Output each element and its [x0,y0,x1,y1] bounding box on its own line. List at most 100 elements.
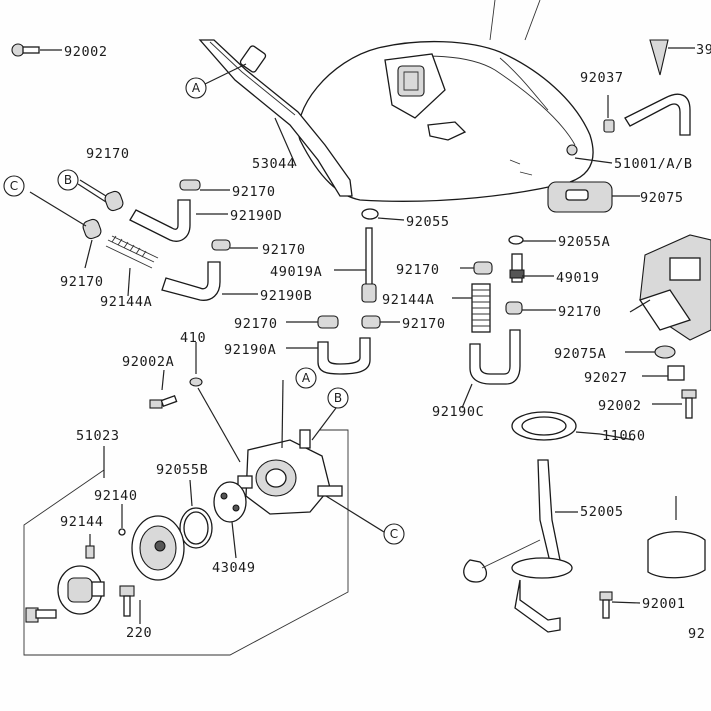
pump-rotor [57,565,105,615]
label-410: 410 [180,330,206,346]
diaphragm-43049 [213,481,247,559]
label-92190a: 92190A [224,342,276,358]
ref-circle-b-left: B [57,169,79,191]
ref-circle-c-pump: C [383,523,405,545]
collar-92027 [642,365,685,381]
svg-text:A: A [302,371,311,385]
label-92190d: 92190D [230,208,282,224]
pad-92075 [547,181,640,213]
breather-hose-92037 [603,93,691,136]
label-92170-g: 92170 [234,316,278,332]
label-92037: 92037 [580,70,624,86]
clamp-92170-a [179,179,230,191]
washer-410 [189,342,241,463]
tank-cap-nub [566,144,578,156]
label-92144a-right: 92144A [382,292,434,308]
label-92055a: 92055A [558,234,610,250]
label-43049: 43049 [212,560,256,576]
label-92170-c: 92170 [262,242,306,258]
part-39 [649,39,695,76]
label-51023: 51023 [76,428,120,444]
label-220: 220 [126,625,152,641]
leader-53044 [274,117,297,167]
spring-92144 [85,534,95,559]
leader-ref-c-pump [325,495,385,533]
leader-ref-b-pump [311,407,337,441]
label-92055: 92055 [406,214,450,230]
ref-circle-a-pump: A [295,367,317,389]
label-49019: 49019 [556,270,600,286]
label-92170-f: 92170 [558,304,602,320]
svg-text:C: C [10,179,18,193]
leader-ref-a-top [204,63,247,85]
hose-92190c [461,329,521,409]
label-92190b: 92190B [260,288,312,304]
bracket-right [629,234,711,341]
label-92170-a: 92170 [86,146,130,162]
leader-ref-a-pump [281,379,284,449]
label-52005: 52005 [580,504,624,520]
spring-92144a-right [452,283,491,333]
label-92027: 92027 [584,370,628,386]
leader-11060-end [599,433,635,441]
bolt-left [25,607,57,623]
clamp-92170-g [460,261,493,275]
clamp-92170-h [505,301,556,315]
label-92075a: 92075A [554,346,606,362]
label-51001: 51001/A/B [614,156,693,172]
label-92055b: 92055B [156,462,208,478]
bolt-92001 [599,591,641,619]
leader-ref-b-left [77,183,107,203]
label-92075: 92075 [640,190,684,206]
hose-92190a [286,337,371,375]
screw-220 [119,585,141,624]
label-92001: 92001 [642,596,686,612]
o-ring-92055b [179,479,213,549]
valve-49019 [509,253,554,283]
svg-text:B: B [64,173,72,187]
label-92002-top: 92002 [64,44,108,60]
clamp-92170-f [361,315,400,329]
fuel-sender-52005 [463,459,578,633]
pump-disk [131,515,185,581]
gasket-11060 [511,411,601,441]
label-92144: 92144 [60,514,104,530]
band-right [647,496,706,579]
clamp-92170-d [211,239,258,251]
svg-text:B: B [334,391,342,405]
label-92170-d: 92170 [396,262,440,278]
label-92140: 92140 [94,488,138,504]
bolt-92002a [149,369,178,409]
clamp-92170-e [286,315,339,329]
label-92170-b: 92170 [232,184,276,200]
label-49019a: 49019A [270,264,322,280]
ref-circle-b-pump: B [327,387,349,409]
o-ring-92055 [361,208,405,221]
pin-92140 [118,504,126,536]
bolt-92002-top [11,43,62,57]
leader-51001 [574,157,613,164]
label-92-cut: 92 [688,626,705,642]
label-92190c: 92190C [432,404,484,420]
clamp-92170-b [79,179,124,212]
label-11060: 11060 [602,428,646,444]
svg-text:C: C [390,527,398,541]
label-92002-right: 92002 [598,398,642,414]
clamp-92170-c [29,191,102,269]
spring-92144a-left [105,235,159,297]
label-92144a-left: 92144A [100,294,152,310]
label-92170-h: 92170 [402,316,446,332]
ref-circle-a-top: A [185,77,207,99]
grommet-92075a [625,345,676,359]
label-92002a: 92002A [122,354,174,370]
svg-text:A: A [192,81,201,95]
fuel-tank [297,0,594,202]
hose-92190d [129,199,228,242]
o-ring-92055a [508,235,556,245]
hose-92190b [161,261,258,301]
tank-strap-53044 [198,39,353,197]
pump-assembly-box-51023 [23,429,349,656]
bolt-92002-right [652,389,697,419]
